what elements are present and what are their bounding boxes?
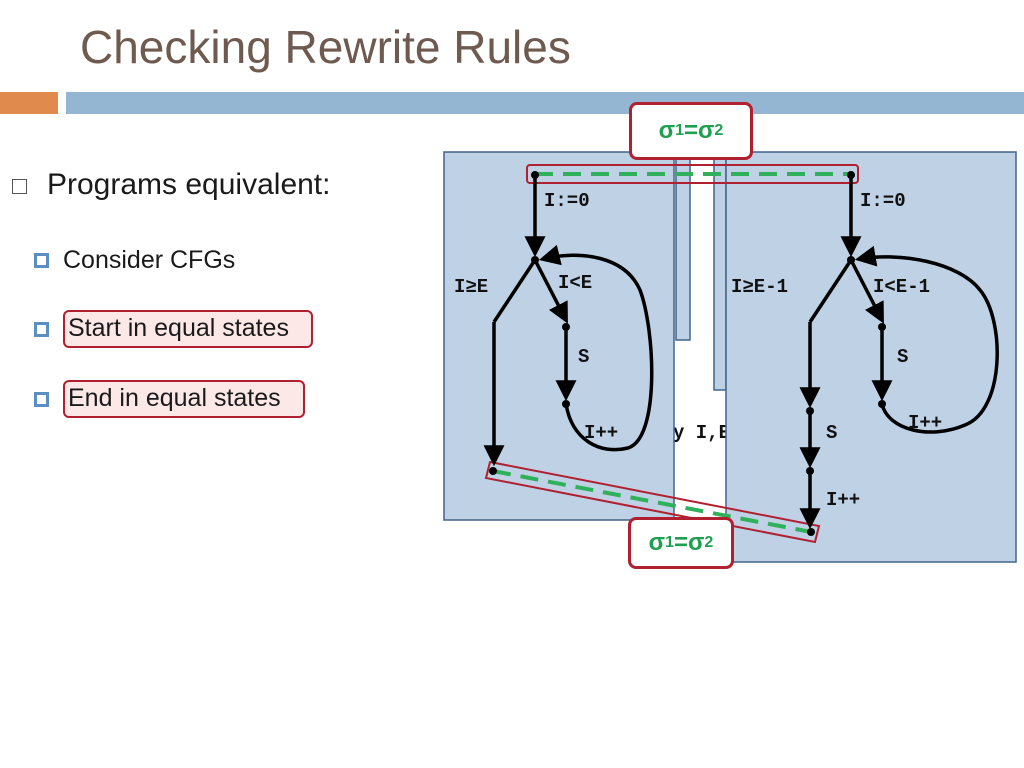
- node: [562, 323, 570, 331]
- node: [489, 467, 497, 475]
- label-incr: I++: [584, 422, 618, 444]
- sigma-symbol: σ: [698, 117, 715, 144]
- label-init: I:=0: [860, 190, 906, 212]
- subscript: 2: [714, 122, 724, 139]
- partially-hidden-text: y I,E: [673, 422, 730, 444]
- label-exit-cond: I≥E-1: [731, 276, 788, 298]
- label-body: S: [897, 346, 908, 368]
- subscript: 1: [665, 534, 674, 551]
- slide-title: Checking Rewrite Rules: [80, 21, 571, 73]
- node: [806, 407, 814, 415]
- highlighted-bullet-text: End in equal states: [63, 380, 305, 418]
- highlighted-bullet-text: Start in equal states: [63, 310, 313, 348]
- node: [531, 256, 539, 264]
- end-state-equality-line: [492, 469, 812, 534]
- sigma-symbol: σ: [648, 529, 666, 556]
- equals-sign: =: [683, 117, 698, 144]
- bullet-start-equal-states: Start in equal states: [34, 310, 313, 348]
- background-panel: [675, 151, 691, 341]
- edge-back-loop: [538, 244, 654, 452]
- label-tail-incr: I++: [826, 489, 860, 511]
- edge-loop-cond: [849, 259, 884, 324]
- sigma-symbol: σ: [688, 529, 705, 556]
- end-state-highlight: [484, 460, 821, 544]
- label-init: I:=0: [544, 190, 590, 212]
- header-accent-blue: [66, 92, 1024, 114]
- edge-back-loop: [854, 245, 999, 434]
- bullet-consider-cfgs: Consider CFGs: [34, 246, 235, 275]
- start-state-highlight: [526, 164, 859, 184]
- label-loop-cond: I<E-1: [873, 276, 930, 298]
- label-incr: I++: [908, 412, 942, 434]
- label-loop-cond: I<E: [558, 272, 592, 294]
- node: [878, 323, 886, 331]
- label-body: S: [578, 346, 589, 368]
- bullet-end-equal-states: End in equal states: [34, 380, 305, 418]
- sigma-symbol: σ: [658, 117, 676, 144]
- cfg-panel-left: [443, 151, 675, 521]
- cfg-left: I:=0 I≥E I<E S I++: [454, 171, 654, 475]
- bullet-programs-equivalent: Programs equivalent:: [12, 168, 330, 202]
- header-accent-orange: [0, 92, 58, 114]
- cfg-panel-right: [725, 151, 1017, 563]
- subscript: 2: [704, 534, 714, 551]
- hollow-square-bullet-icon: [12, 178, 27, 194]
- node: [806, 467, 814, 475]
- square-bullet-icon: [34, 321, 49, 337]
- edge-exit: [492, 259, 537, 323]
- node: [847, 256, 855, 264]
- bullet-main-text: Programs equivalent:: [47, 168, 331, 201]
- square-bullet-icon: [34, 391, 49, 407]
- node: [562, 400, 570, 408]
- node: [878, 400, 886, 408]
- edge-exit: [808, 259, 853, 323]
- node: [531, 171, 539, 179]
- cfg-right: I:=0 I≥E-1 I<E-1 S I++ S I++: [731, 171, 999, 536]
- background-panel: [713, 151, 727, 391]
- equals-sign: =: [673, 529, 688, 556]
- label-exit-cond: I≥E: [454, 276, 488, 298]
- square-bullet-icon: [34, 253, 49, 268]
- edge-loop-cond: [533, 259, 568, 324]
- node: [807, 528, 815, 536]
- label-tail-body: S: [826, 422, 837, 444]
- subscript: 1: [675, 122, 684, 139]
- node: [847, 171, 855, 179]
- bullet-sub-text: Consider CFGs: [63, 246, 236, 274]
